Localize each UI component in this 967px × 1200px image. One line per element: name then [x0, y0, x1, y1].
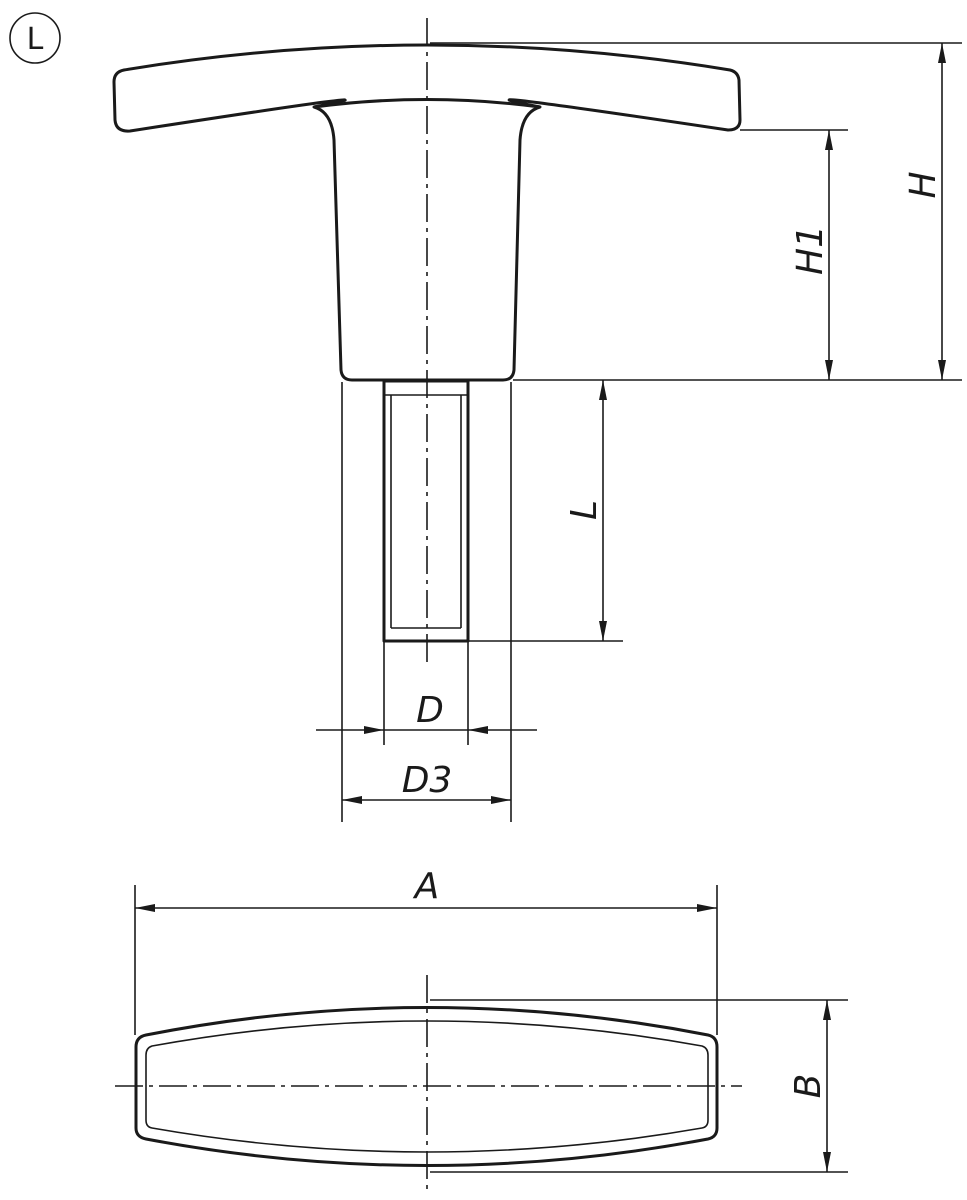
- label-d3: D3: [402, 760, 453, 801]
- label-a: A: [413, 866, 440, 907]
- top-view-inner-outline: [145, 1020, 709, 1153]
- handle-outline: [112, 43, 742, 382]
- variant-badge-label: L: [27, 22, 44, 57]
- dimension-d3: D3: [341, 382, 512, 822]
- handle-underside: [313, 98, 541, 109]
- dimension-l: L: [468, 380, 623, 642]
- top-view: [115, 975, 742, 1195]
- dimension-h: H: [430, 42, 962, 381]
- top-view-outline: [134, 1006, 719, 1167]
- label-l: L: [564, 500, 605, 520]
- side-view: [112, 18, 742, 662]
- label-h1: H1: [790, 225, 831, 275]
- dimension-b: B: [430, 999, 848, 1173]
- label-b: B: [788, 1074, 829, 1099]
- dimension-d: D: [316, 641, 537, 745]
- thread-outline: [382, 379, 470, 643]
- variant-badge: L: [9, 12, 61, 64]
- label-h: H: [903, 171, 944, 198]
- dimension-a: A: [134, 866, 718, 1035]
- label-d: D: [416, 690, 444, 731]
- dimension-h1: H1: [740, 129, 848, 380]
